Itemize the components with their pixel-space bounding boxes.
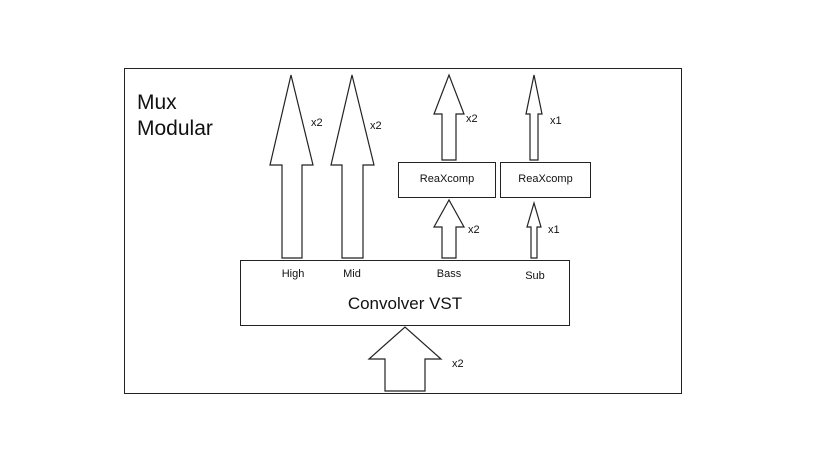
multiplier-mid: x2 [370,120,382,132]
band-label-sub: Sub [525,270,545,282]
multiplier-bass-out: x2 [466,113,478,125]
bass-input-arrow [432,198,466,259]
bass-output-arrow [433,73,465,161]
diagram-title: Mux Modular [137,90,213,142]
diagram-frame [124,68,682,394]
multiplier-high: x2 [311,117,323,129]
band-label-high: High [281,268,305,280]
multiplier-sub-in: x1 [548,224,560,236]
high-output-arrow [269,74,314,259]
band-label-mid: Mid [343,268,361,280]
reaxcomp-sub-label: ReaXcomp [518,173,573,185]
band-label-bass: Bass [436,268,462,280]
sub-output-arrow [525,74,543,161]
multiplier-sub-out: x1 [550,115,562,127]
title-line-1: Mux [137,91,177,114]
convolver-vst-block: High Mid Bass Sub Convolver VST [240,260,570,326]
multiplier-input: x2 [452,358,464,370]
convolver-vst-label: Convolver VST [347,294,463,313]
input-arrow [367,326,443,392]
reaxcomp-bass-block: ReaXcomp [398,162,496,198]
reaxcomp-bass-label: ReaXcomp [419,173,475,185]
mid-output-arrow [330,74,375,259]
sub-input-arrow [526,200,542,259]
title-line-2: Modular [137,117,213,140]
multiplier-bass-in: x2 [468,224,480,236]
reaxcomp-sub-block: ReaXcomp [500,162,591,198]
